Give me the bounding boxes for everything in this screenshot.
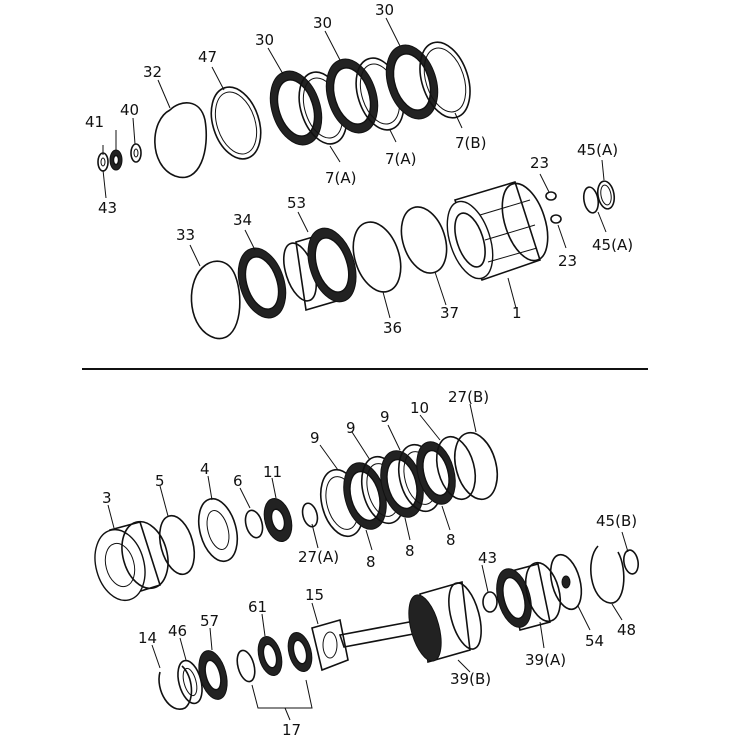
- part-17-bearing-b: [287, 631, 313, 673]
- label-7b: 7(B): [455, 134, 487, 152]
- part-39b-shaft-assembly: [338, 580, 482, 664]
- part-5-seal-ring: [158, 514, 196, 576]
- bracket-17: [251, 679, 313, 709]
- part-39a-drum: [496, 561, 562, 631]
- label-39a: 39(A): [525, 651, 566, 669]
- label-32: 32: [143, 63, 162, 81]
- label-23-b: 23: [558, 252, 577, 270]
- label-9-b: 9: [346, 419, 356, 437]
- part-14-snap-ring: [158, 665, 193, 710]
- part-34-hub: [237, 247, 287, 319]
- label-57: 57: [200, 612, 219, 630]
- label-34: 34: [233, 211, 252, 229]
- label-11: 11: [263, 463, 282, 481]
- label-8-c: 8: [446, 531, 456, 549]
- part-54-disc: [549, 553, 583, 611]
- label-54: 54: [585, 632, 604, 650]
- part-45a-ring-b: [596, 180, 616, 210]
- label-8-b: 8: [405, 542, 415, 560]
- part-23-plug-a: [545, 191, 557, 201]
- part-4-piston: [197, 497, 239, 563]
- label-10: 10: [410, 399, 429, 417]
- label-17: 17: [282, 721, 301, 739]
- part-15-cover: [311, 618, 349, 672]
- top-leader-lines: [102, 17, 607, 319]
- part-43-washer: [97, 152, 109, 172]
- label-45a-a: 45(A): [577, 141, 618, 159]
- label-43-bottom: 43: [478, 549, 497, 567]
- label-4: 4: [200, 460, 210, 478]
- part-1-housing: [446, 181, 549, 282]
- label-45b: 45(B): [596, 512, 637, 530]
- part-27a-ring: [301, 502, 319, 528]
- label-7a-b: 7(A): [385, 150, 417, 168]
- label-40: 40: [120, 101, 139, 119]
- label-33: 33: [176, 226, 195, 244]
- part-45b-ring: [622, 549, 640, 575]
- part-53-drum: [282, 227, 357, 312]
- part-40-washer: [130, 143, 142, 163]
- label-43-top: 43: [98, 199, 117, 217]
- bottom-labels: 27(B) 10 9 9 9 11 6 4 5 3 27(A) 8 8 8 45…: [102, 388, 637, 739]
- label-41: 41: [85, 113, 104, 131]
- label-6: 6: [233, 472, 243, 490]
- label-45a-b: 45(A): [592, 236, 633, 254]
- label-8-a: 8: [366, 553, 376, 571]
- part-41-bearing: [109, 149, 123, 171]
- part-48-snap-ring: [590, 545, 625, 604]
- label-5: 5: [155, 472, 165, 490]
- label-27a: 27(A): [298, 548, 339, 566]
- label-9-a: 9: [380, 408, 390, 426]
- part-11-spring: [263, 497, 293, 543]
- part-36-seal-ring: [352, 221, 402, 293]
- label-15: 15: [305, 586, 324, 604]
- label-48: 48: [617, 621, 636, 639]
- part-6-seal: [244, 509, 264, 539]
- label-14: 14: [138, 629, 157, 647]
- part-8-disc-b: [380, 450, 424, 518]
- label-39b: 39(B): [450, 670, 491, 688]
- part-17-bearing-a: [257, 635, 283, 677]
- label-36: 36: [383, 319, 402, 337]
- part-23-plug-b: [550, 214, 562, 224]
- top-assembly: [97, 41, 616, 340]
- label-3: 3: [102, 489, 112, 507]
- label-30-a: 30: [255, 31, 274, 49]
- label-9-c: 9: [310, 429, 320, 447]
- part-8-disc-a: [343, 462, 387, 530]
- part-47-plate: [210, 86, 262, 160]
- part-3-drum: [94, 520, 169, 602]
- label-37: 37: [440, 304, 459, 322]
- label-46: 46: [168, 622, 187, 640]
- label-53: 53: [287, 194, 306, 212]
- label-47: 47: [198, 48, 217, 66]
- part-61-ring: [236, 649, 256, 683]
- part-57-gear: [198, 650, 228, 700]
- part-30-disc-a: [269, 70, 323, 146]
- label-61: 61: [248, 598, 267, 616]
- top-labels: 41 40 32 47 30 30 30 43 7(A) 7(A) 7(B) 2…: [85, 1, 633, 337]
- part-43-washer-bottom: [482, 591, 498, 613]
- label-1: 1: [512, 304, 522, 322]
- part-32-snap-ring: [154, 102, 207, 179]
- bottom-assembly: [94, 431, 640, 710]
- part-37-seal-ring: [400, 206, 448, 274]
- label-27b: 27(B): [448, 388, 489, 406]
- part-27b-snap-ring: [453, 431, 499, 501]
- label-23-a: 23: [530, 154, 549, 172]
- part-33-snap-ring: [190, 260, 241, 340]
- label-30-b: 30: [313, 14, 332, 32]
- label-7a-a: 7(A): [325, 169, 357, 187]
- label-30-c: 30: [375, 1, 394, 19]
- bottom-leader-lines: [107, 403, 629, 721]
- part-10-plate: [435, 435, 477, 501]
- part-30-disc-c: [385, 44, 439, 120]
